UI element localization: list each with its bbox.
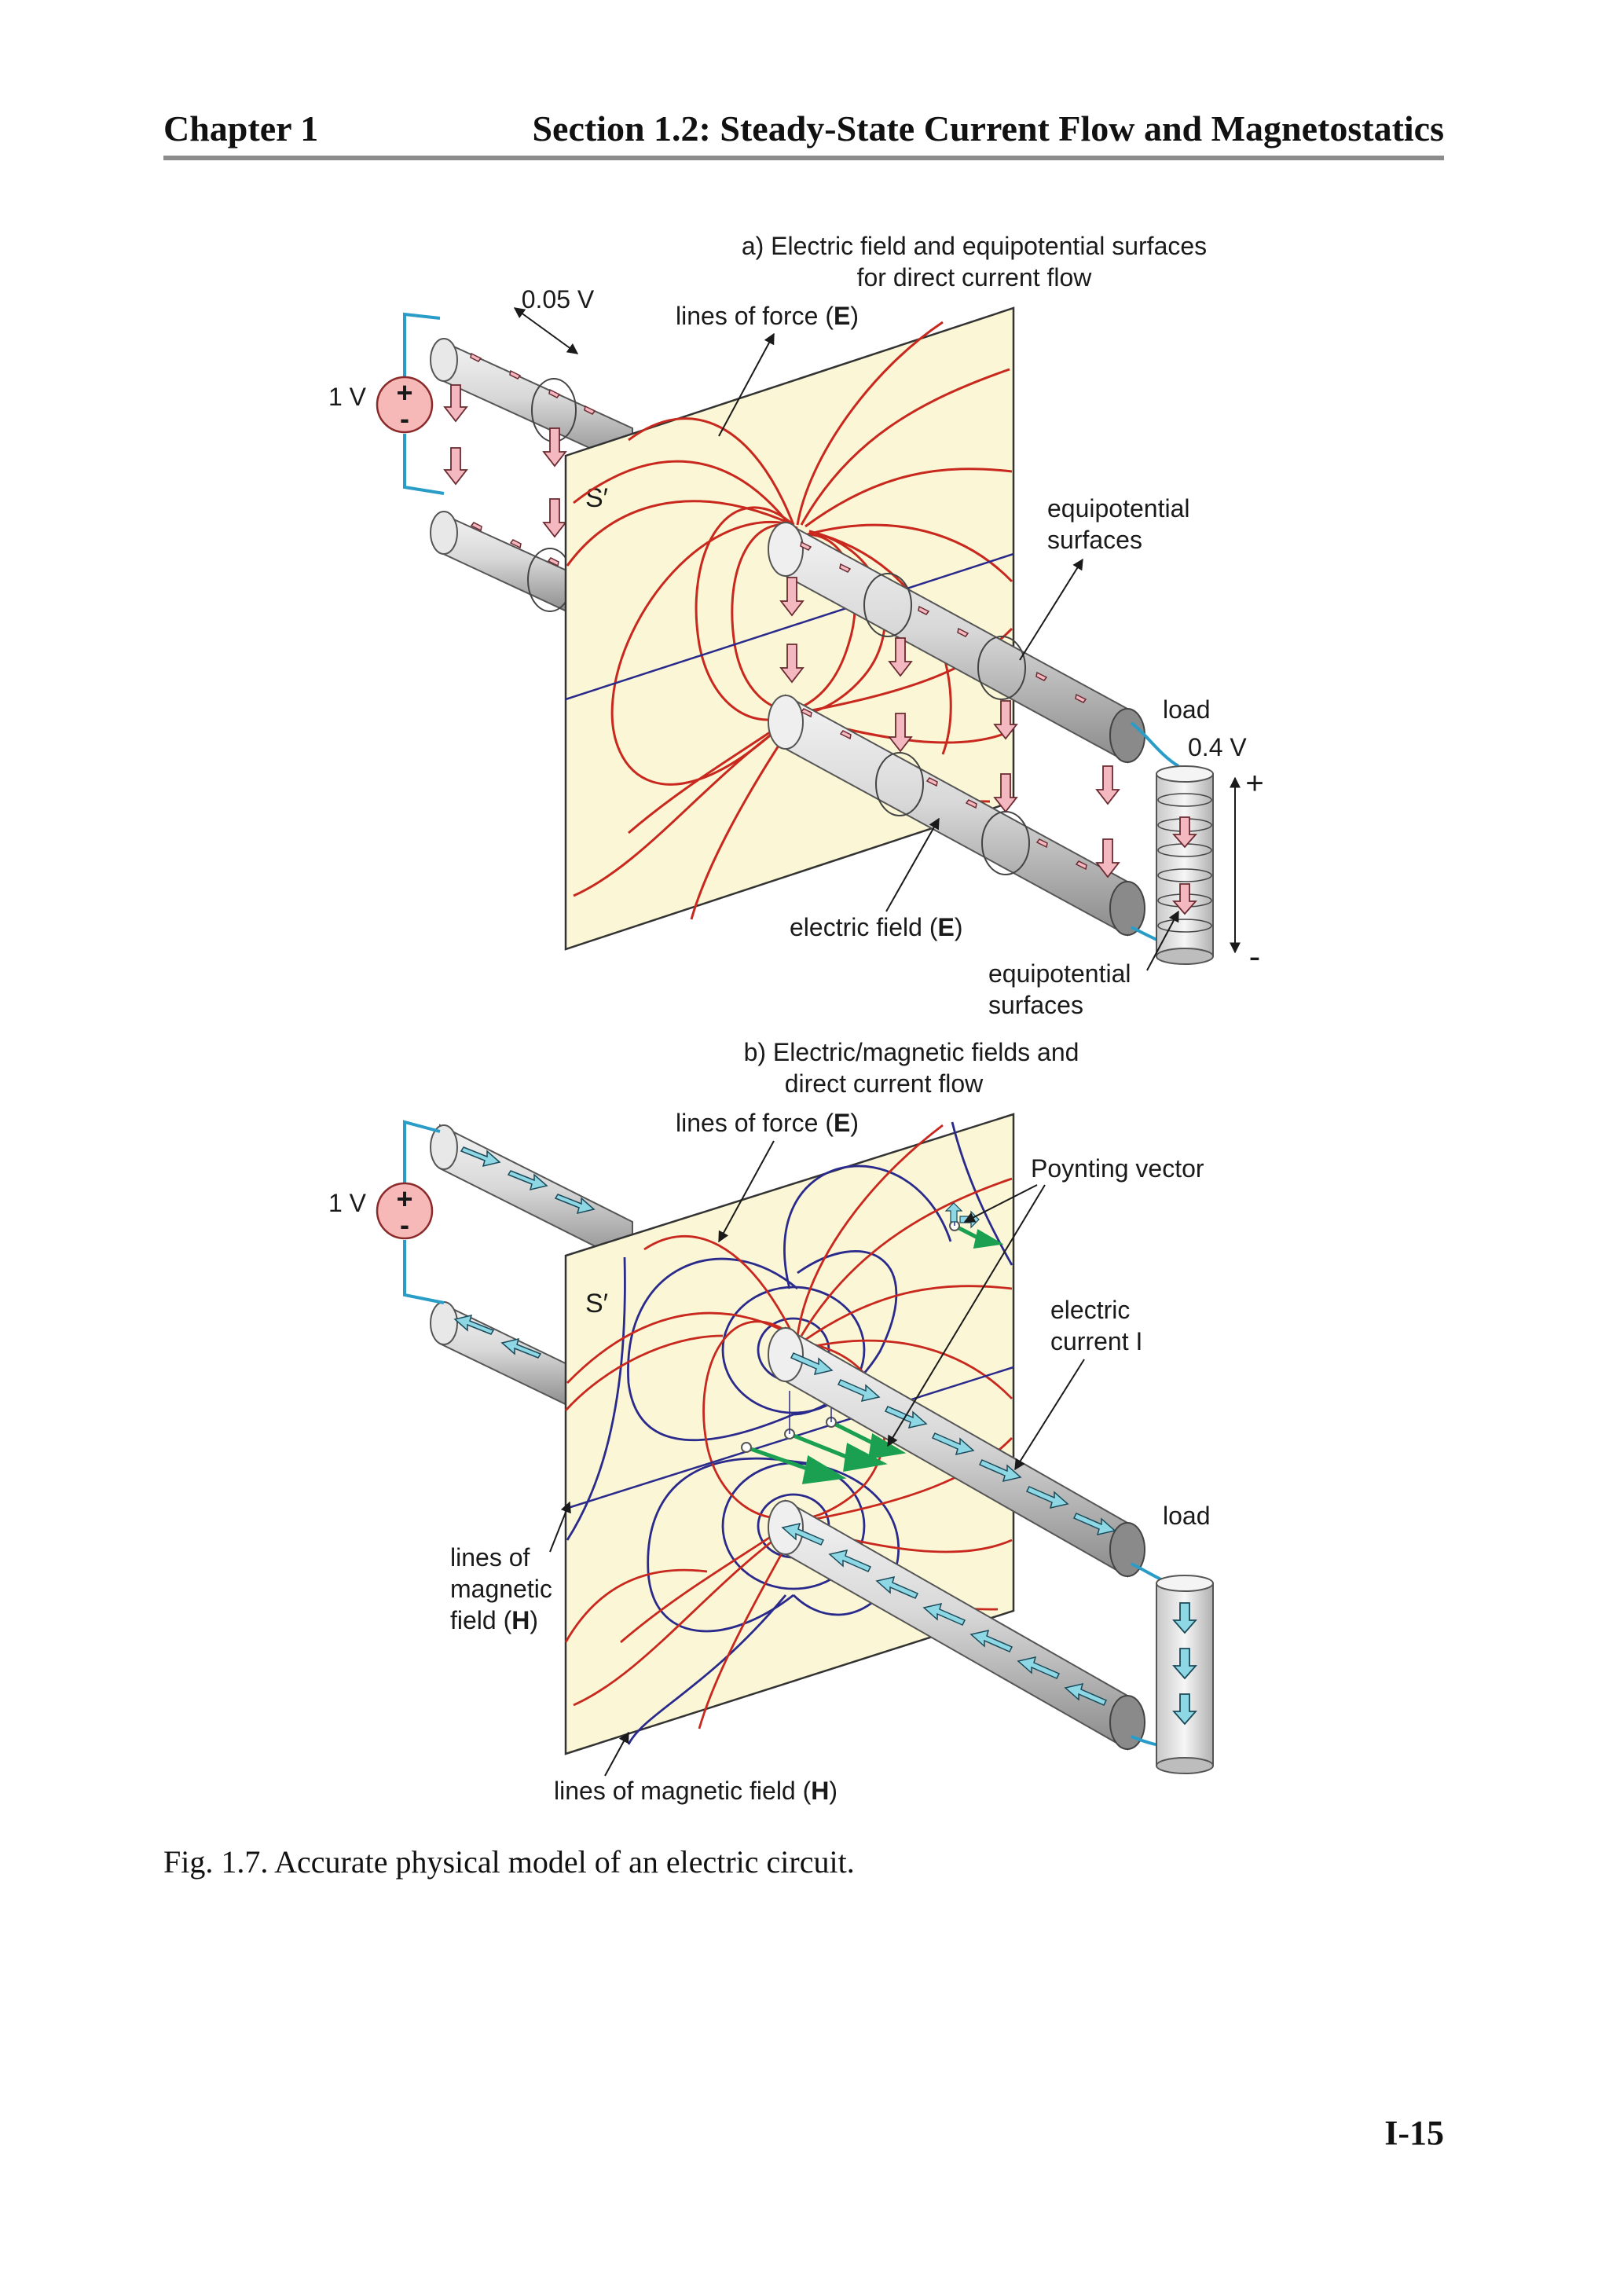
panel-b-current-line1: electric [1050,1296,1130,1324]
panel-a-front-field-arrows [779,577,1120,878]
panel-a-plane-label: S′ [585,483,608,513]
panel-a-wire-charge-arrows [800,541,1087,871]
panel-b-load-label: load [1163,1502,1211,1530]
panel-b-current-pointer [1014,1359,1085,1471]
panel-b-title-line1: b) Electric/magnetic fields and [744,1038,1079,1066]
panel-b-magnetic-line3: field (H) [450,1606,538,1634]
panel-a-load-resistor [1156,765,1241,965]
panel-b-load-resistor [1156,1575,1214,1774]
panel-b-battery-plus: + [396,1183,412,1215]
panel-a-battery-minus: - [400,402,409,435]
panel-a-lines-of-force-pointer [718,332,775,437]
panel-a-electric-field-pointer [885,817,940,912]
panel-b-poynting-pointer-2 [887,1184,1046,1447]
panel-a-lines-of-force-label: lines of force (E) [676,302,859,330]
panel-a-front-wire-bottom [768,694,1175,948]
panel-b-h-field-lines [566,1121,1013,1745]
panel-a-equipotential2-line2: surfaces [988,991,1083,1019]
panel-b-current-line2: current I [1050,1327,1142,1355]
panel-a: a) Electric field and equipotential surf… [328,232,1264,1019]
panel-a-equipotential2-line1: equipotential [988,959,1131,988]
panel-a-voltage-drop: 0.05 V [522,285,595,314]
panel-a-load-label: load [1163,695,1211,724]
panel-a-source-voltage: 1 V [328,383,367,411]
panel-b-title-line2: direct current flow [785,1069,984,1098]
panel-a-voltage-drop-arrow [513,307,579,354]
figure-caption: Fig. 1.7. Accurate physical model of an … [163,1844,855,1880]
panel-b-source-voltage: 1 V [328,1189,367,1217]
panel-b-poynting-pointer-1 [963,1184,1038,1223]
panel-b-current-arrows [781,1352,1116,1706]
panel-b-magnetic-bottom-pointer [604,1731,629,1777]
panel-b-magnetic-line2: magnetic [450,1575,552,1603]
panel-b-magnetic-bottom-label: lines of magnetic field (H) [554,1777,837,1805]
panel-b-front-wire-bottom [768,1499,1175,1751]
panel-a-load-minus: - [1249,937,1261,976]
panel-b-lines-of-force-label: lines of force (E) [676,1109,859,1137]
panel-b-magnetic-pointer [549,1501,571,1553]
panel-a-title-line1: a) Electric field and equipotential surf… [742,232,1207,260]
panel-b-poynting-label: Poynting vector [1031,1154,1204,1183]
page-number: I-15 [1384,2114,1444,2152]
page-header: Chapter 1 Section 1.2: Steady-State Curr… [163,107,1444,160]
panel-b-poynting-vectors [741,1202,1004,1484]
panel-a-source-circuit: + - 1 V 0.05 V [328,285,595,538]
chapter-label: Chapter 1 [163,108,319,149]
panel-b-lines-of-force-pointer [718,1140,775,1243]
panel-a-battery-plus: + [396,376,412,409]
panel-b-back-wires [430,1124,633,1410]
panel-a-electric-field-label: electric field (E) [790,913,963,941]
panel-b-plane-label: S′ [585,1289,608,1319]
panel-a-title-line2: for direct current flow [857,263,1093,292]
panel-a-front-wire-top [768,521,1180,768]
panel-a-equipotential-line2: surfaces [1047,526,1142,554]
panel-a-left-field-arrows [443,384,567,538]
panel-a-midline [565,552,1014,701]
panel-a-load-plus: + [1245,766,1263,801]
panel-a-equipotential-pointer [1019,558,1083,661]
panel-b-magnetic-line1: lines of [450,1543,530,1572]
panel-a-equipotential2-pointer [1146,910,1179,971]
panel-a-equipotential-line1: equipotential [1047,494,1189,523]
panel-b-source-circuit: + - 1 V [328,1120,445,1304]
panel-a-battery-icon [376,376,434,434]
panel-b-battery-icon [376,1182,434,1240]
panel-b: b) Electric/magnetic fields and direct c… [328,1038,1214,1805]
panel-a-load-voltage: 0.4 V [1188,733,1247,761]
section-title: Section 1.2: Steady-State Current Flow a… [532,108,1444,149]
panel-b-battery-minus: - [400,1209,409,1241]
